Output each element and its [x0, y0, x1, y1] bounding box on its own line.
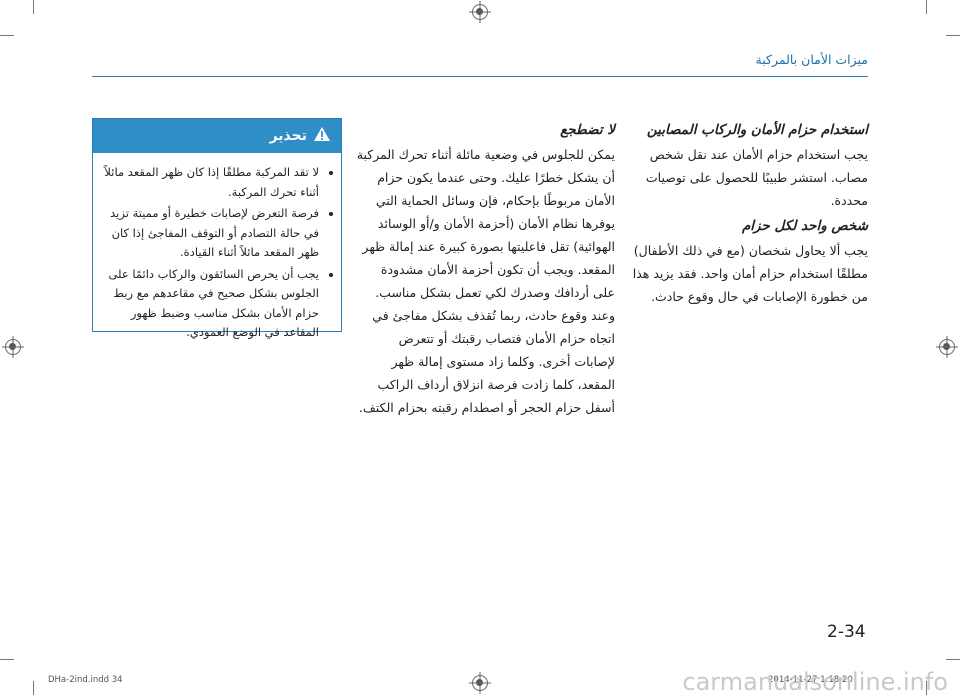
heading-one-person-per-belt: شخص واحد لكل حزام [741, 218, 868, 234]
warning-item: لا تقد المركبة مطلقًا إذا كان ظهر المقعد… [103, 163, 319, 202]
paragraph-one-person-per-belt: يجب ألا يحاول شخصان (مع في ذلك الأطفال) … [632, 243, 868, 304]
crop-mark [33, 681, 34, 695]
crop-mark [946, 35, 960, 36]
page-number: 2-34 [827, 622, 866, 642]
crop-mark [926, 681, 927, 695]
crop-mark [946, 659, 960, 660]
heading-seatbelt-injured: استخدام حزام الأمان والركاب المصابين [646, 122, 868, 138]
warning-title: تحذير [269, 128, 307, 144]
registration-mark-icon [472, 4, 488, 20]
registration-mark-icon [472, 675, 488, 691]
crop-mark [33, 0, 34, 14]
paragraph-seatbelt-injured: يجب استخدام حزام الأمان عند نقل شخص مصاب… [645, 147, 868, 208]
crop-mark [0, 659, 14, 660]
crop-mark [926, 0, 927, 14]
warning-item: فرصة التعرض لإصابات خطيرة أو مميتة تزيد … [103, 204, 319, 263]
warning-item: يجب أن يحرص السائقون والركاب دائمًا على … [103, 265, 319, 343]
watermark: carmanualsonline.info [682, 668, 948, 696]
warning-triangle-icon [313, 126, 331, 146]
warning-header: تحذير [93, 119, 341, 153]
warning-box: تحذير لا تقد المركبة مطلقًا إذا كان ظهر … [92, 118, 342, 339]
section-title: ميزات الأمان بالمركبة [755, 52, 868, 67]
registration-mark-icon [5, 339, 21, 355]
crop-mark [0, 35, 14, 36]
registration-mark-icon [939, 339, 955, 355]
paragraph-do-not-recline: يمكن للجلوس في وضعية مائلة أثناء تحرك ال… [356, 147, 615, 415]
footer-filename: DHa-2ind.indd 34 [48, 675, 123, 685]
heading-do-not-recline: لا تضطجع [560, 122, 615, 138]
section-divider [92, 76, 868, 77]
footer-timestamp: 2014-11-27 1:18:20 [768, 675, 853, 685]
middle-column: لا تضطجع يمكن للجلوس في وضعية مائلة أثنا… [355, 118, 615, 419]
warning-body: لا تقد المركبة مطلقًا إذا كان ظهر المقعد… [93, 153, 341, 343]
right-column: استخدام حزام الأمان والركاب المصابين يجب… [622, 118, 868, 308]
